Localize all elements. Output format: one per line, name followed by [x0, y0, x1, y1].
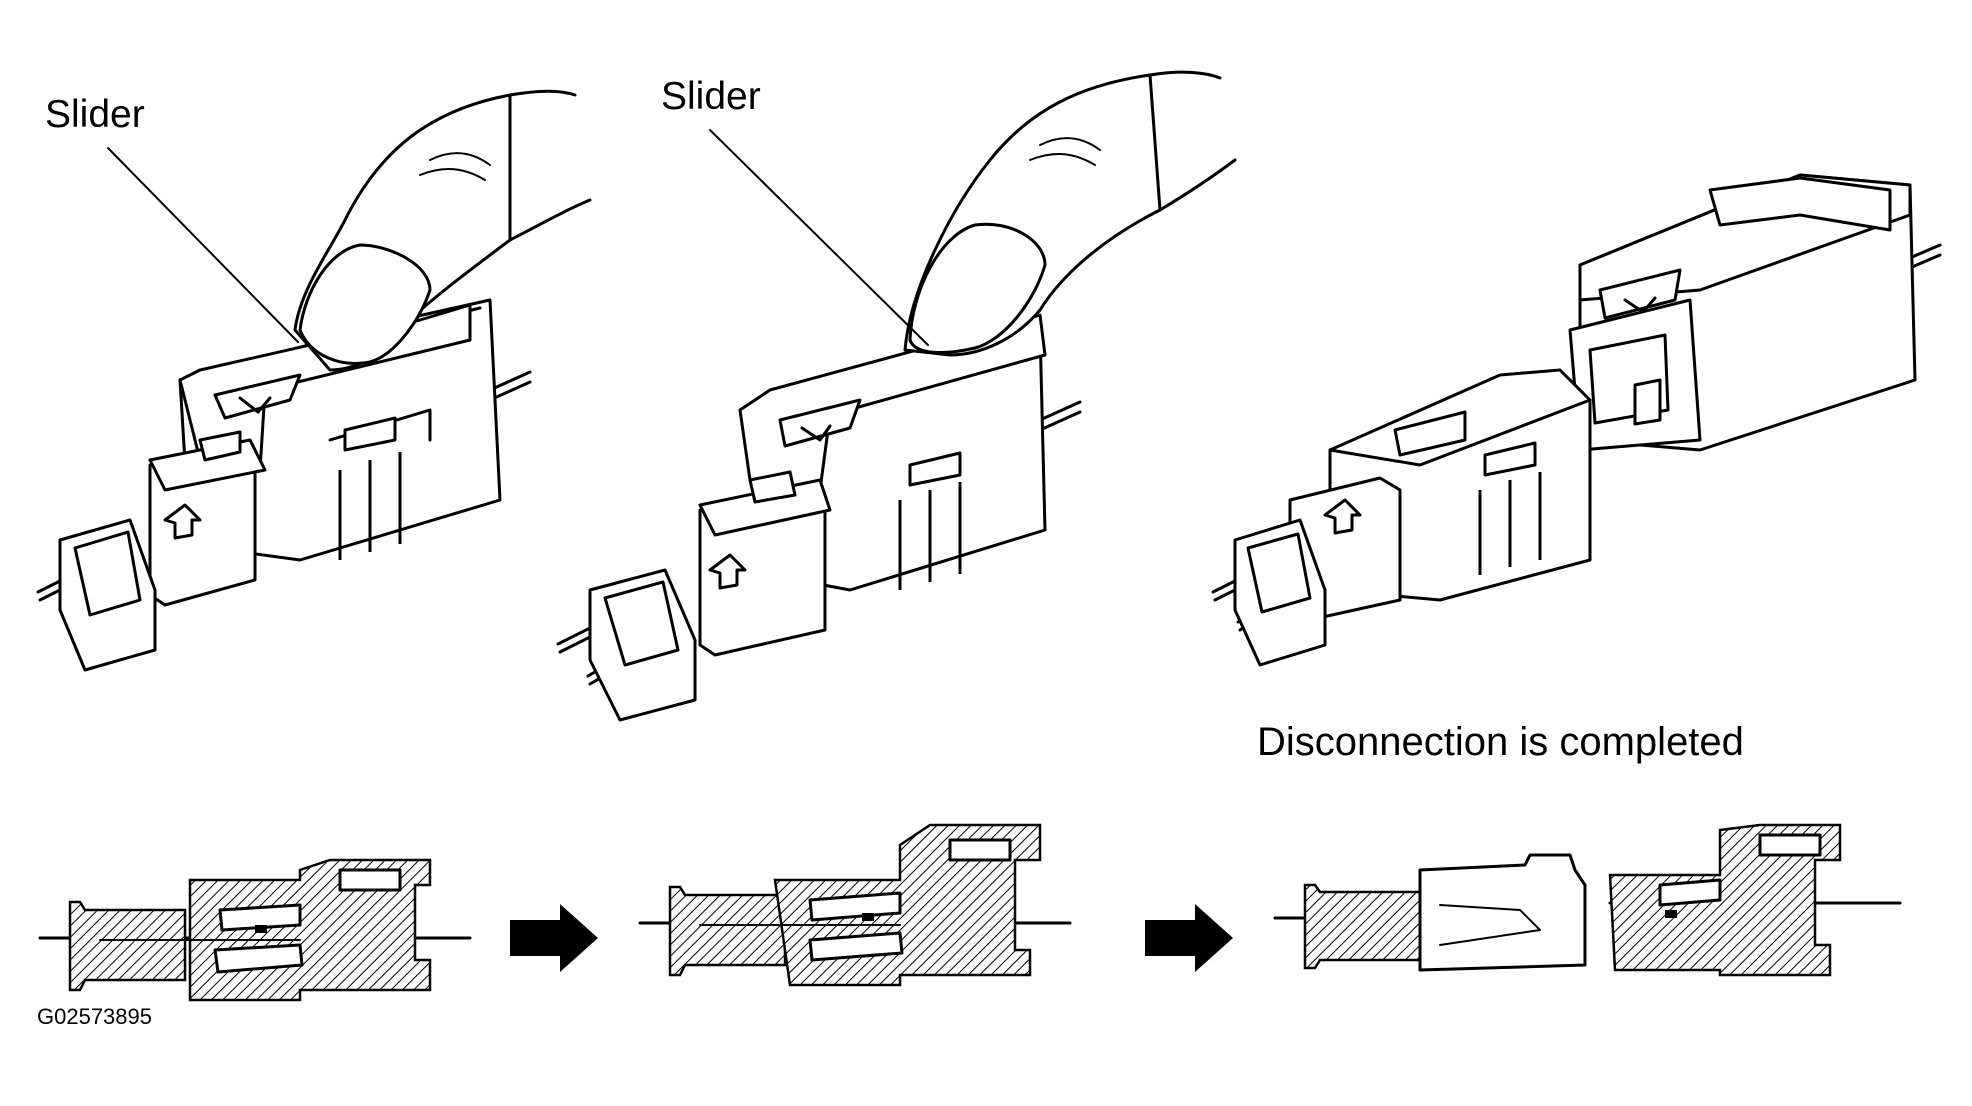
slider-leader-line-2 [709, 129, 929, 346]
arrow-right-icon [1145, 904, 1233, 972]
cross-section-2 [638, 823, 1072, 987]
cross-section-3 [1273, 823, 1902, 977]
slider-label-1: Slider [45, 93, 145, 136]
figure-code: G02573895 [37, 1004, 152, 1029]
step3-separated-connector [1211, 173, 1942, 667]
disconnection-caption: Disconnection is completed [1257, 720, 1744, 764]
cross-section-1 [38, 858, 472, 1002]
step1-connector-illustration [36, 89, 592, 672]
arrow-right-icon [510, 904, 598, 972]
step2-connector-illustration [556, 70, 1237, 722]
slider-leader-line-1 [107, 147, 299, 343]
slider-label-2: Slider [661, 75, 761, 118]
